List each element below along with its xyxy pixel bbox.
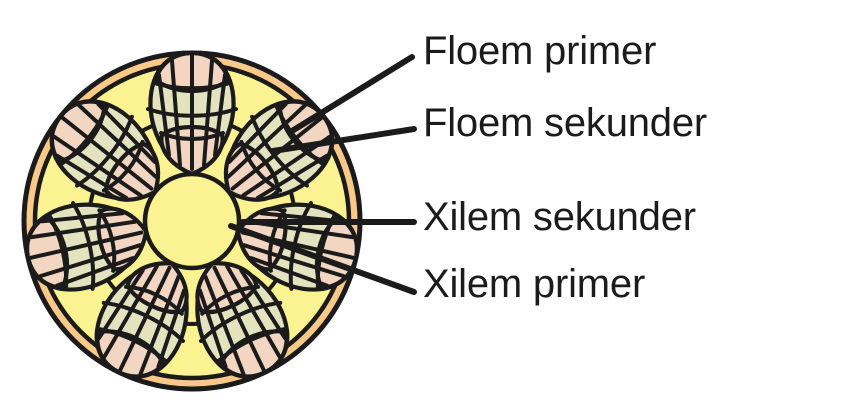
leader-line-floem-sekunder xyxy=(270,126,417,154)
label-floem-sekunder: Floem sekunder xyxy=(423,101,707,145)
pith-core xyxy=(142,171,242,271)
leader-line-xilem-primer xyxy=(228,223,417,295)
label-xilem-sekunder: Xilem sekunder xyxy=(423,195,696,239)
leader-line-floem-primer xyxy=(289,54,415,134)
leader-lines xyxy=(228,54,417,295)
label-xilem-primer: Xilem primer xyxy=(423,262,646,306)
label-floem-primer: Floem primer xyxy=(423,29,657,73)
